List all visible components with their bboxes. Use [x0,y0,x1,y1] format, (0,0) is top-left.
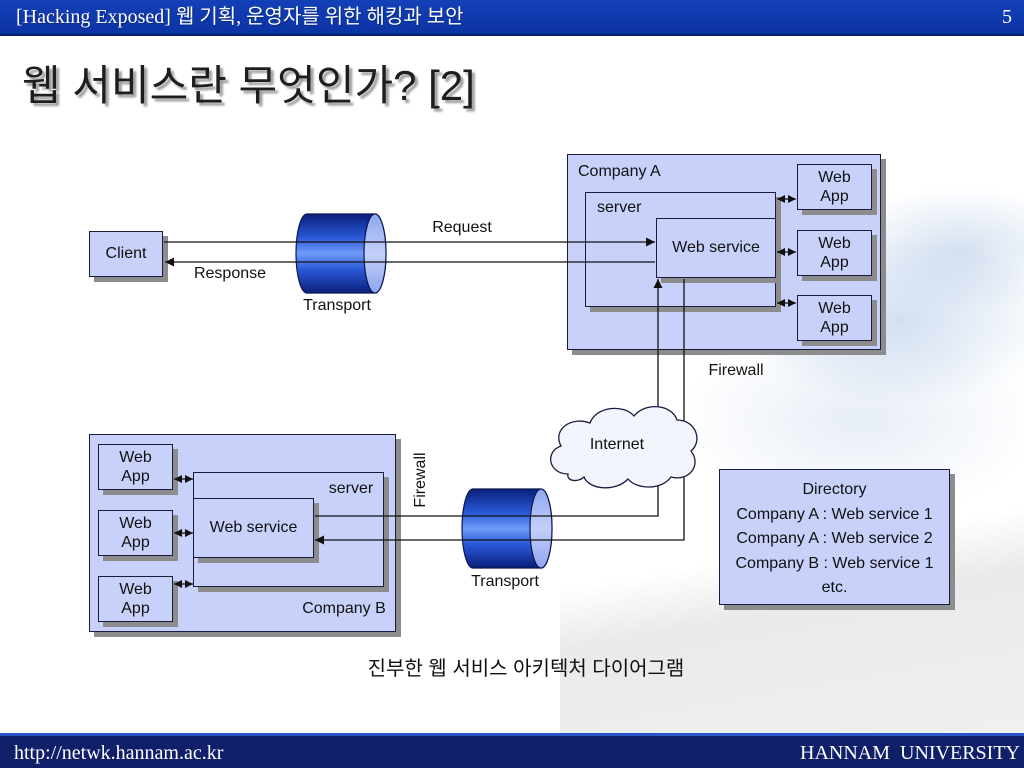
directory-entry: etc. [821,579,848,596]
transport-label-top: Transport [303,297,371,314]
directory-entry: Company A : Web service 2 [736,530,933,547]
company-b-label: Company B [302,600,386,617]
company-a-web-service-box: Web service [656,218,776,278]
company-a-label: Company A [578,163,661,180]
firewall-a-label: Firewall [708,362,764,379]
page-number: 5 [1002,6,1012,28]
transport-label-bottom: Transport [471,573,539,590]
footer-bar: http://netwk.hannam.ac.kr HANNAM UNIVERS… [0,736,1024,768]
directory-entry: Company A : Web service 1 [736,505,933,523]
web-app-label: Web App [119,581,152,617]
diagram-caption: 진부한 웹 서비스 아키텍처 다이어그램 [367,658,685,680]
web-app-label: Web App [818,235,851,271]
client-box: Client [89,231,163,277]
company-b-web-app-1: Web App [98,444,173,490]
company-b-web-service-label: Web service [209,519,298,536]
company-a-web-app-2: Web App [797,230,872,276]
directory-box: Directory Company A : Web service 1 Comp… [719,469,950,605]
response-label: Response [193,265,267,282]
footer-divider [0,733,1024,736]
company-a-web-app-3: Web App [797,295,872,341]
company-b-web-service-box: Web service [193,498,314,558]
transport-cylinder-top [295,213,387,294]
client-label: Client [105,245,147,262]
header-bar [0,0,1024,36]
firewall-b-label: Firewall [412,452,429,508]
transport-cylinder-bottom [461,488,553,569]
request-label: Request [432,219,492,236]
web-app-label: Web App [119,449,152,485]
footer-university: HANNAM UNIVERSITY [800,742,1020,764]
header-title: [Hacking Exposed] 웹 기획, 운영자를 위한 해킹과 보안 [16,6,464,28]
web-app-label: Web App [818,300,851,336]
footer-url: http://netwk.hannam.ac.kr [14,742,224,764]
company-b-web-app-2: Web App [98,510,173,556]
company-b-server-label: server [328,480,374,497]
internet-label: Internet [589,436,645,453]
slide-title: 웹 서비스란 무엇인가? [2] [22,62,475,109]
directory-title: Directory [802,481,867,498]
company-b-web-app-3: Web App [98,576,173,622]
web-app-label: Web App [818,169,851,205]
web-app-label: Web App [119,515,152,551]
company-a-web-service-label: Web service [672,239,760,256]
directory-entry: Company B : Web service 1 [735,554,934,572]
company-a-server-label: server [597,199,642,216]
company-a-web-app-1: Web App [797,164,872,210]
